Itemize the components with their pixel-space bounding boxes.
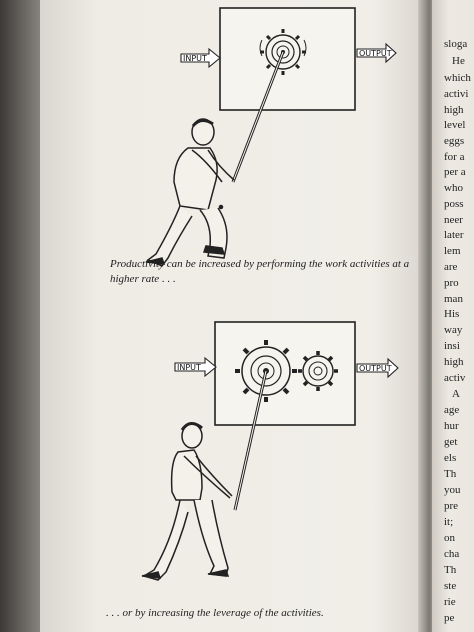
right-page-text-line: A xyxy=(452,388,460,400)
figure-2-illustration: INPUT OUTPUT xyxy=(141,321,399,581)
right-page-text-line: which xyxy=(444,72,471,84)
right-page-text-line: per a xyxy=(444,166,466,178)
right-page-text-line: man xyxy=(444,293,463,305)
right-page-text-line: poss xyxy=(444,198,464,210)
figure-2-caption: . . . or by increasing the leverage of t… xyxy=(106,607,324,619)
right-page-text-line: eggs xyxy=(444,135,465,147)
right-page-text-line: get xyxy=(444,436,458,448)
worker-figure-2 xyxy=(141,422,233,581)
right-page-text-line: Th xyxy=(444,468,457,480)
right-page-text-line: activ xyxy=(444,372,466,384)
worker-figure-1 xyxy=(145,118,235,267)
figure-1-caption-line-1: Productivity can be increased by perform… xyxy=(110,258,410,270)
right-page-text-line: cha xyxy=(444,548,460,560)
input-label-2: INPUT xyxy=(177,363,201,372)
figure-1-illustration: INPUT OUTPUT xyxy=(145,7,397,267)
machine-box-2 xyxy=(214,321,356,426)
right-page-text-line: on xyxy=(444,532,455,544)
right-page-text-line: age xyxy=(444,404,460,416)
right-page-text-line: insi xyxy=(444,340,460,352)
gear-2-small-icon xyxy=(298,351,338,391)
right-page-text-line: rie xyxy=(444,596,456,608)
output-arrow-1: OUTPUT xyxy=(356,42,397,64)
right-page-text-line: els xyxy=(444,452,457,464)
right-page-text-line: are xyxy=(444,261,458,273)
input-arrow-1: INPUT xyxy=(180,47,221,69)
right-page-text-line: way xyxy=(444,324,463,336)
right-page-text-line: level xyxy=(444,119,466,131)
right-page-text-line: Th xyxy=(444,564,457,576)
right-page-text-line: who xyxy=(444,182,463,194)
gear-1-icon xyxy=(259,29,307,75)
right-page-text-line: activi xyxy=(444,88,469,100)
input-arrow-2: INPUT xyxy=(174,356,217,378)
right-page-text-line: neer xyxy=(444,214,463,226)
right-page-text-line: high xyxy=(444,356,464,368)
right-page-text-line: pre xyxy=(444,500,459,512)
output-arrow-2: OUTPUT xyxy=(356,357,399,379)
right-page-text-line: high xyxy=(444,104,464,116)
output-label-1: OUTPUT xyxy=(359,49,392,58)
right-page-text-line: later xyxy=(444,229,464,241)
input-label-1: INPUT xyxy=(183,54,207,63)
right-page-text-line: lem xyxy=(444,245,461,257)
right-page-text-line: pe xyxy=(444,612,455,624)
right-page-text-line: for a xyxy=(444,151,465,163)
figure-1-caption-line-2: higher rate . . . xyxy=(110,273,176,285)
right-page-text-line: He xyxy=(452,55,465,67)
right-page-text-line: hur xyxy=(444,420,459,432)
right-page-text-line: it; xyxy=(444,516,454,528)
right-page-text-line: ste xyxy=(444,580,457,592)
output-label-2: OUTPUT xyxy=(359,364,392,373)
right-page-text-line: you xyxy=(444,484,461,496)
machine-box-1 xyxy=(219,7,356,111)
left-page: INPUT OUTPUT Productivity can be increas… xyxy=(40,0,430,632)
right-page-text-line: sloga xyxy=(444,38,468,50)
right-page-text-line: His xyxy=(444,308,460,320)
right-page-text-line: pro xyxy=(444,277,459,289)
